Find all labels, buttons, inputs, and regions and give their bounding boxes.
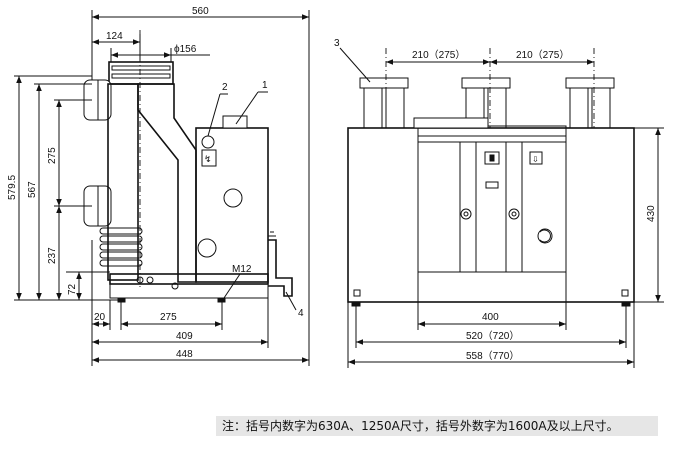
top-terminal [222,115,248,129]
spring-indicator [529,151,543,165]
status-indicator [484,151,500,165]
indicator-circle-upper [201,135,215,149]
dim-base-offset: 20 [94,312,106,323]
dim-contact-to-floor: 567 [27,181,38,198]
dim-cabinet-height: 430 [646,205,657,222]
dim-depth-448: 448 [176,349,193,360]
pole-bellows [99,227,143,267]
charge-port [537,228,553,244]
contact-arm-right [565,77,615,129]
dim-width-558: 558（770） [466,350,519,362]
counter-window [485,181,499,189]
dim-phase-spacing-right: 210（275） [516,49,569,61]
mechanism-box [195,127,269,283]
top-contact-box [108,61,174,85]
crank-handle [268,239,293,297]
cabinet-body [347,127,635,303]
linkage-housing [137,83,197,283]
callout-4: 4 [298,308,304,319]
dim-overall-width: 560 [192,6,209,17]
operation-port-left [460,208,472,220]
label-thread: M12 [232,264,252,275]
dim-total-height: 579.5 [7,175,18,200]
dim-contact-diameter: ϕ156 [174,44,197,55]
round-port-1 [223,188,243,208]
callout-2: 2 [222,82,228,93]
dim-lower-to-floor: 237 [47,247,58,264]
dim-phase-spacing-left: 210（275） [412,49,465,61]
svg-text:↯: ↯ [204,154,212,164]
dim-phase-spacing-vertical: 275 [47,147,58,164]
dim-mount-spacing: 275 [160,312,177,323]
front-view: ⇩ 3 [334,38,664,368]
svg-text:⇩: ⇩ [532,155,539,164]
front-panel [417,125,567,303]
callout-3: 3 [334,38,340,49]
pole-column [107,83,139,281]
side-view: 560 124 ϕ156 [7,6,310,366]
dim-depth-409: 409 [176,331,193,342]
dim-pole-offset: 124 [106,31,123,42]
dim-mount-width: 400 [482,312,499,323]
round-port-2 [197,238,217,258]
dim-width-520: 520（720） [466,330,519,342]
footnote: 注：括号内数字为630A、1250A尺寸，括号外数字为1600A及以上尺寸。 [216,416,658,436]
contact-arm-left [359,77,409,129]
hook-indicator [201,149,217,167]
operation-port-right [508,208,520,220]
callout-1: 1 [262,80,268,91]
dim-base-height: 72 [67,283,78,295]
